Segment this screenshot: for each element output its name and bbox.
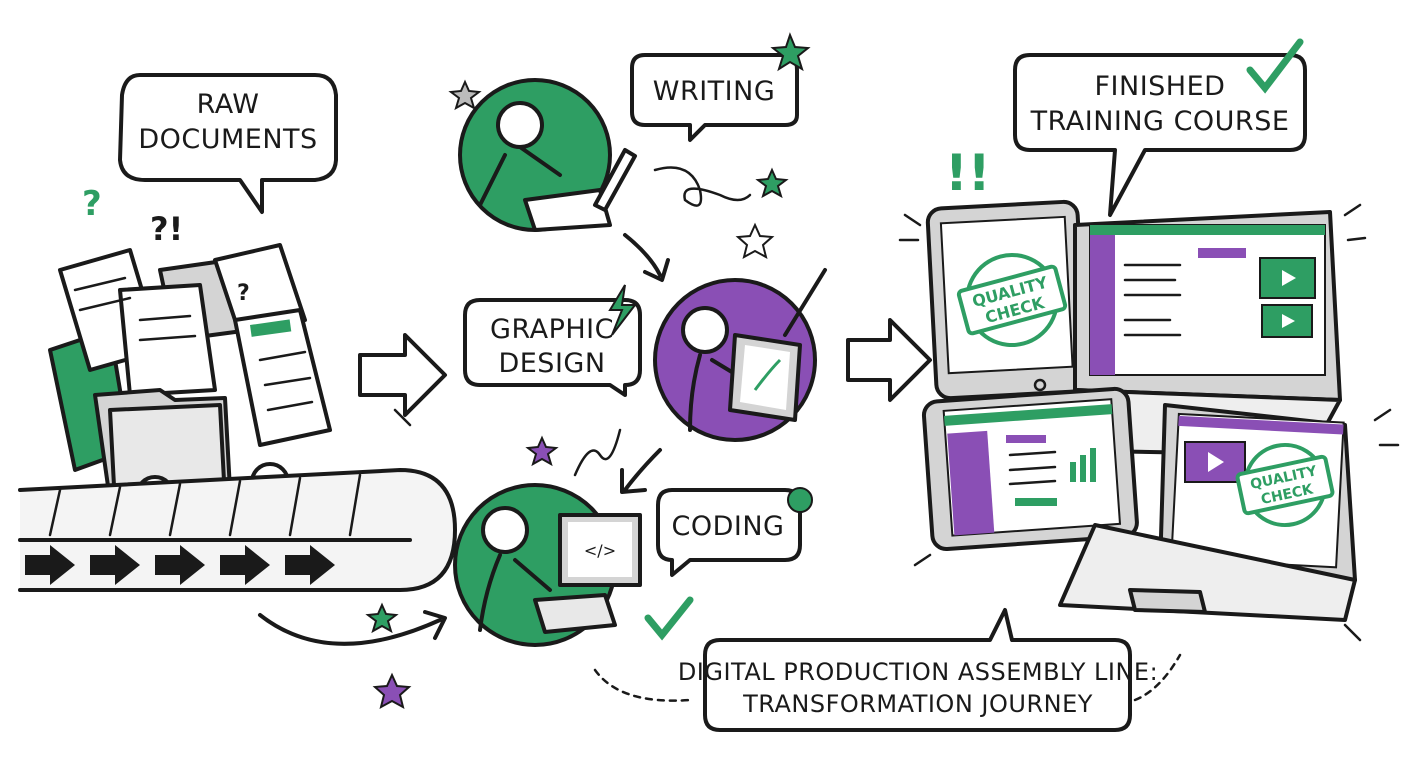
dashed-arrow — [593, 668, 692, 702]
exclamation-icon: !! — [945, 144, 991, 202]
writing-step — [458, 78, 637, 232]
raw-label-line1: RAW — [197, 89, 260, 120]
star-icon — [735, 222, 775, 259]
banner-bubble: DIGITAL PRODUCTION ASSEMBLY LINE: TRANSF… — [678, 608, 1158, 732]
tablet-quality-check: QUALITY CHECK — [925, 199, 1089, 401]
graphic-design-step — [653, 268, 827, 442]
checkmark-icon — [1246, 38, 1304, 94]
code-icon: </> — [584, 541, 616, 560]
lightning-icon — [608, 284, 638, 336]
quality-check-stamp: QUALITY CHECK — [956, 253, 1068, 347]
dashed-arrow — [1133, 653, 1182, 702]
conveyor-belt — [18, 468, 457, 592]
star-icon — [770, 32, 811, 72]
writing-bubble: WRITING — [630, 53, 799, 142]
star-icon — [755, 167, 789, 199]
tablet-bottom — [921, 386, 1139, 551]
raw-label-line2: DOCUMENTS — [138, 124, 317, 155]
arrow-icon — [155, 545, 205, 585]
gear-icon — [787, 487, 813, 513]
squiggle — [573, 428, 622, 477]
coding-step: </> — [453, 483, 642, 647]
exclamation-question-icon: ?! — [150, 210, 183, 248]
finished-line2: TRAINING COURSE — [1030, 106, 1290, 137]
star-icon — [365, 602, 399, 634]
finished-line1: FINISHED — [1095, 71, 1226, 102]
arrow-icon — [623, 233, 670, 282]
squiggle — [653, 166, 752, 207]
curved-arrow-icon — [258, 613, 442, 646]
arrow-icon — [220, 545, 270, 585]
star-icon — [372, 672, 412, 709]
raw-documents-bubble: RAW DOCUMENTS — [118, 73, 338, 214]
paper-question-mark: ? — [237, 281, 250, 306]
laptop-bottom: QUALITY CHECK — [1058, 403, 1357, 622]
graphic-label-line2: DESIGN — [498, 348, 605, 379]
coding-label: CODING — [672, 511, 785, 542]
arrow-icon — [90, 545, 140, 585]
conveyor-arrows — [25, 545, 335, 585]
arrow-icon — [620, 448, 662, 494]
checkmark-icon — [644, 596, 694, 641]
graphic-design-bubble: GRAPHIC DESIGN — [463, 298, 642, 397]
star-icon — [448, 79, 482, 111]
banner-line1: DIGITAL PRODUCTION ASSEMBLY LINE: — [678, 658, 1158, 686]
document-pile: ? — [48, 243, 332, 515]
finished-bubble: FINISHED TRAINING COURSE — [1013, 53, 1307, 217]
question-mark-icon: ? — [82, 184, 102, 224]
arrow-icon — [285, 545, 335, 585]
star-icon — [525, 435, 559, 467]
writing-label: WRITING — [653, 76, 776, 107]
big-arrow-icon — [358, 333, 447, 417]
big-arrow-icon — [846, 318, 932, 402]
banner-line2: TRANSFORMATION JOURNEY — [742, 690, 1093, 718]
coding-bubble: CODING — [656, 488, 802, 577]
graphic-label-line1: GRAPHIC — [490, 314, 614, 345]
arrow-icon — [25, 545, 75, 585]
